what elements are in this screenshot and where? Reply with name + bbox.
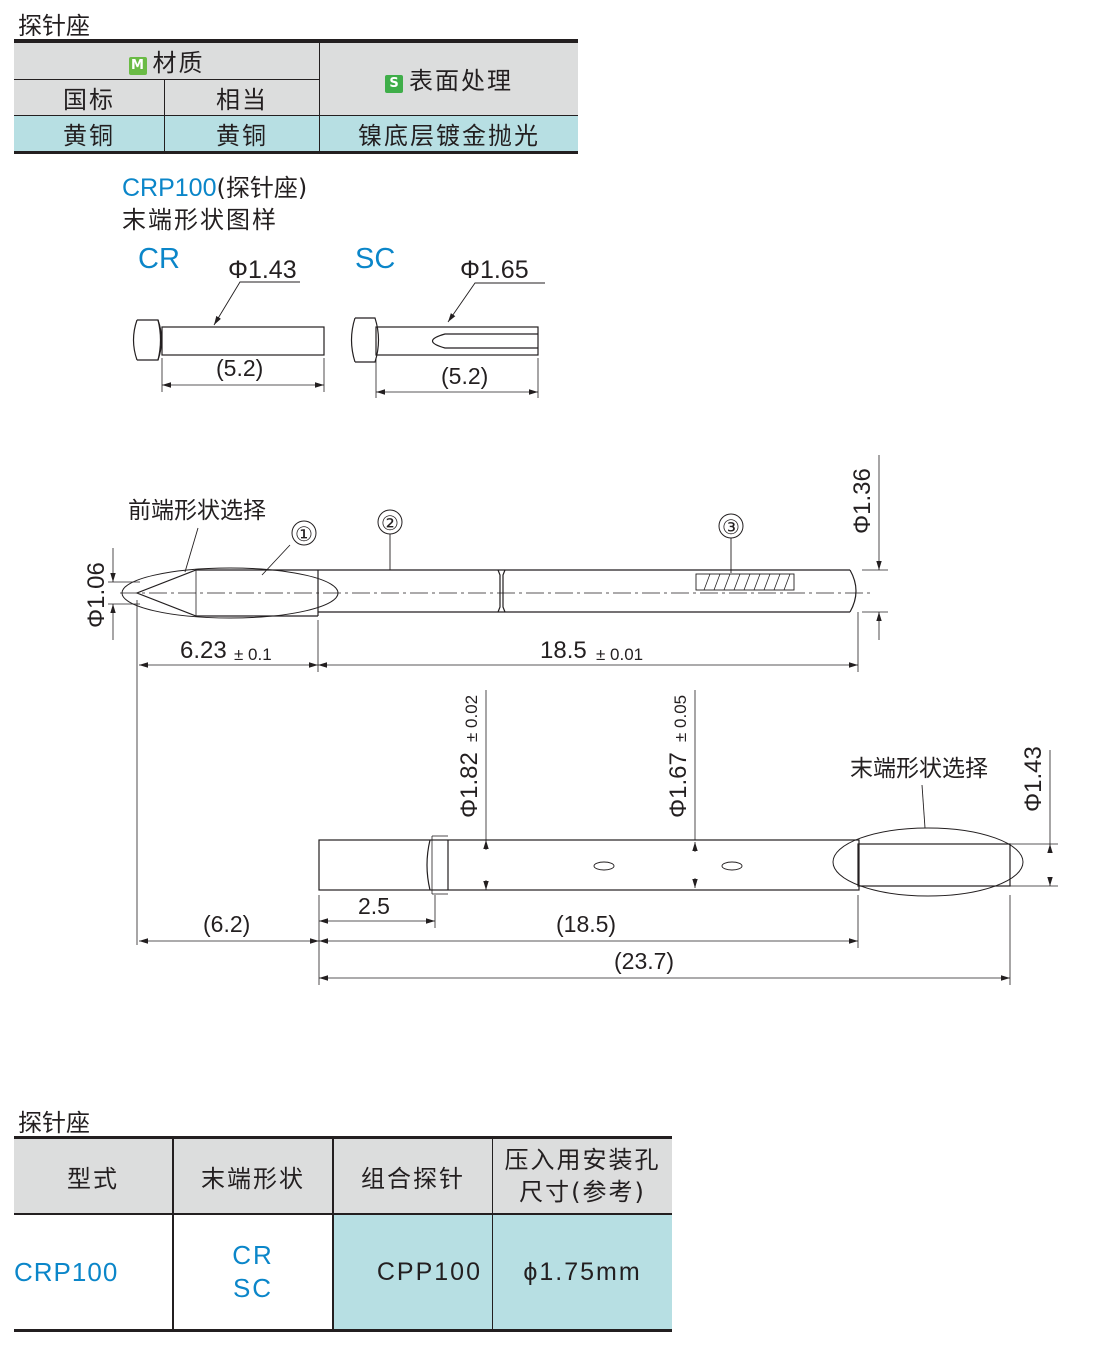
material-header: 材质 [152, 49, 205, 78]
row-probe: CPP100 [333, 1215, 493, 1329]
row-tip-1: CR [232, 1240, 274, 1270]
tip-pattern-subtitle: 末端形状图样 [122, 206, 278, 234]
tip-pattern-heading: CRP100(探针座) [122, 168, 307, 203]
surface-header: 表面处理 [409, 67, 513, 96]
row-model: CRP100 [14, 1215, 174, 1329]
row-tip-shapes: CR SC [173, 1215, 334, 1329]
cr-length-label: (5.2) [216, 355, 263, 381]
dim-237: (23.7) [614, 948, 674, 974]
probe-lower-drawing [139, 690, 1058, 985]
dim-phi167: Φ1.67 [665, 752, 692, 818]
material-badge-icon: M [128, 57, 147, 76]
dim-62: (6.2) [203, 911, 250, 937]
end-shape-label: 末端形状选择 [850, 756, 988, 782]
cr-tip-drawing [132, 281, 325, 392]
marker-1: ① [295, 524, 313, 546]
header-tip-shape: 末端形状 [173, 1139, 334, 1213]
sc-tip-drawing [350, 282, 545, 398]
model-suffix: (探针座) [216, 174, 308, 202]
sc-diameter-label: Φ1.65 [460, 256, 529, 284]
dim-phi182: Φ1.82 [456, 752, 483, 818]
dim-185: 18.5 [540, 637, 587, 664]
header-hole-line2: 尺寸(参考) [519, 1178, 646, 1206]
tol-phi182: ± 0.02 [462, 695, 481, 742]
material-header-cell: M 材质 [14, 43, 320, 79]
dim-phi106: Φ1.06 [83, 562, 110, 628]
technical-drawing: CR Φ1.43 (5.2) SC Φ1.65 (5.2) 前端形状选择 ① ②… [83, 243, 1058, 985]
header-hole: 压入用安装孔 尺寸(参考) [493, 1139, 673, 1213]
dim-623: 6.23 [180, 637, 227, 664]
tol-185: ± 0.01 [596, 645, 643, 664]
spec-section-title: 探针座 [18, 1109, 90, 1137]
surface-value: 镍底层镀金抛光 [358, 121, 540, 150]
equivalent-value: 黄铜 [164, 115, 320, 151]
front-shape-label: 前端形状选择 [128, 498, 266, 524]
col-equivalent: 相当 [164, 78, 320, 115]
spec-table: 型式 末端形状 组合探针 压入用安装孔 尺寸(参考) CRP100 CR SC … [14, 1136, 672, 1332]
model-name: CRP100 [122, 174, 217, 202]
sc-label: SC [355, 243, 395, 275]
tol-623: ± 0.1 [234, 645, 272, 664]
tol-phi167: ± 0.05 [671, 695, 690, 742]
row-tip-2: SC [232, 1273, 274, 1303]
dim-25: 2.5 [358, 893, 390, 919]
row-hole: ϕ1.75mm [492, 1215, 672, 1329]
dim-phi136: Φ1.36 [849, 468, 876, 534]
header-probe: 组合探针 [333, 1139, 493, 1213]
dim-185b: (18.5) [556, 911, 616, 937]
sc-length-label: (5.2) [441, 363, 488, 389]
material-section-title: 探针座 [18, 12, 90, 40]
header-hole-line1: 压入用安装孔 [504, 1146, 661, 1174]
cr-label: CR [138, 243, 180, 275]
col-standard: 国标 [14, 78, 165, 115]
marker-3: ③ [722, 517, 740, 539]
header-model: 型式 [14, 1139, 174, 1213]
marker-2: ② [381, 513, 399, 535]
probe-upper-drawing [108, 455, 888, 945]
dim-phi143: Φ1.43 [1020, 746, 1047, 812]
surface-header-cell: S 表面处理 [320, 43, 579, 115]
cr-diameter-label: Φ1.43 [228, 256, 297, 284]
standard-value: 黄铜 [14, 115, 165, 151]
material-table: M 材质 S 表面处理 国标 相当 黄铜 黄铜 镍底层镀金抛光 [14, 39, 578, 154]
surface-badge-icon: S [385, 75, 403, 94]
